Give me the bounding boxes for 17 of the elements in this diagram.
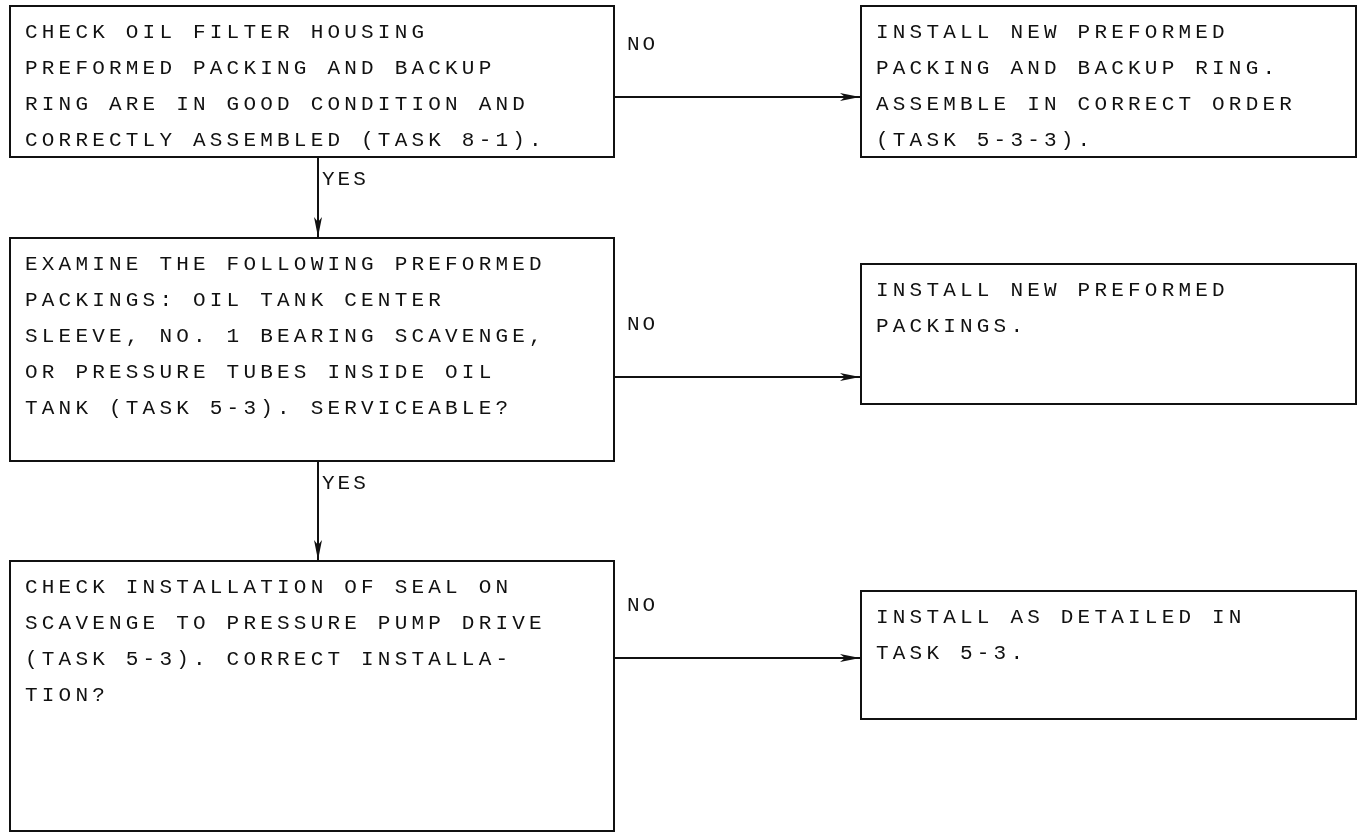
box-text: EXAMINE THE FOLLOWING PREFORMED PACKINGS: OIL TANK CENTER SLEEVE, NO. 1 BEARING SCAVENGE, OR PRESSURE TUBES INSIDE OIL TANK (TASK 5-3). SERVICEABLE? (25, 252, 547, 422)
box-text: CHECK INSTALLATION OF SEAL ON SCAVENGE TO PRESSURE PUMP DRIVE (TASK 5-3). CORRECT INSTALLA- TION? (25, 575, 547, 709)
process-box (860, 590, 1357, 720)
arrow (314, 157, 322, 238)
box-text: INSTALL AS DETAILED IN TASK 5-3. (876, 605, 1247, 667)
box-text: CHECK OIL FILTER HOUSING PREFORMED PACKING AND BACKUP RING ARE IN GOOD CONDITION AND CORRECTLY ASSEMBLED (TASK 8-1). (25, 20, 547, 154)
arrow (614, 93, 861, 101)
box-text: INSTALL NEW PREFORMED PACKINGS. (876, 278, 1230, 340)
process-box (860, 5, 1357, 158)
process-box (9, 560, 615, 832)
process-box (9, 5, 615, 158)
box-text: INSTALL NEW PREFORMED PACKING AND BACKUP RING. ASSEMBLE IN CORRECT ORDER (TASK 5-3-3). (876, 20, 1298, 154)
process-box (860, 263, 1357, 405)
arrow (314, 461, 322, 561)
process-box (9, 237, 615, 462)
arrow (614, 654, 861, 662)
arrow (614, 373, 861, 381)
